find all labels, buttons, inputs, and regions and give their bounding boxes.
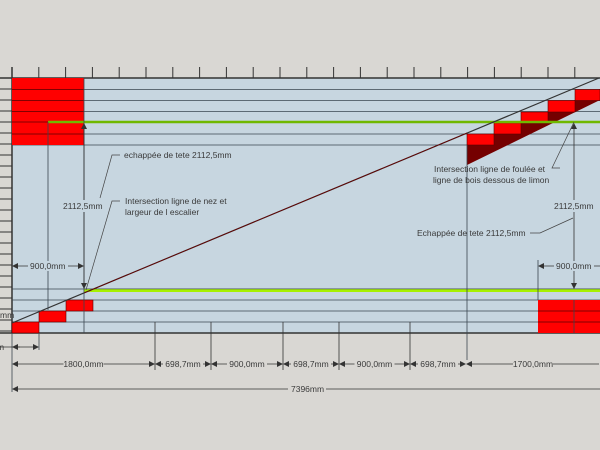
segment-dimension-label: 900,0mm bbox=[357, 359, 392, 369]
segment-dimension-label: 698,7mm bbox=[420, 359, 455, 369]
height-label-left: 2112,5mm bbox=[63, 201, 103, 211]
small-dimension-cut-label: m bbox=[0, 342, 4, 352]
lower-floor-block bbox=[538, 300, 600, 333]
annotation-stride-1: Intersection ligne de foulée et bbox=[434, 164, 546, 174]
segment-dimension-label: 698,7mm bbox=[293, 359, 328, 369]
segment-dimensions: 1800,0mm 698,7mm 900,0mm 698,7mm 900,0mm 698,… bbox=[12, 359, 599, 369]
width-label-left: 900,0mm bbox=[30, 261, 65, 271]
width-label-right: 900,0mm bbox=[556, 261, 591, 271]
segment-dimension-label: 1700,0mm bbox=[513, 359, 553, 369]
annotation-nosing-2: largeur de l escalier bbox=[125, 207, 199, 217]
segment-dimension-label: 1800,0mm bbox=[63, 359, 103, 369]
top-ruler bbox=[0, 67, 600, 334]
step-dimension-cut-label: mm bbox=[0, 310, 14, 320]
segment-dimension-label: 900,0mm bbox=[229, 359, 264, 369]
height-label-right: 2112,5mm bbox=[554, 201, 594, 211]
annotation-headroom-left: echappée de tete 2112,5mm bbox=[124, 150, 232, 160]
segment-dimension-label: 698,7mm bbox=[165, 359, 200, 369]
annotation-stride-2: ligne de bois dessous de limon bbox=[433, 175, 550, 185]
lower-steps bbox=[11, 299, 94, 334]
total-dimension-label: 7396mm bbox=[291, 384, 324, 394]
annotation-nosing-1: Intersection ligne de nez et bbox=[125, 196, 227, 206]
left-ruler bbox=[0, 67, 13, 333]
leader-lines bbox=[85, 121, 575, 291]
annotation-headroom-right: Echappée de tete 2112,5mm bbox=[417, 228, 526, 238]
upper-steps bbox=[466, 89, 600, 146]
stride-line bbox=[83, 132, 468, 294]
